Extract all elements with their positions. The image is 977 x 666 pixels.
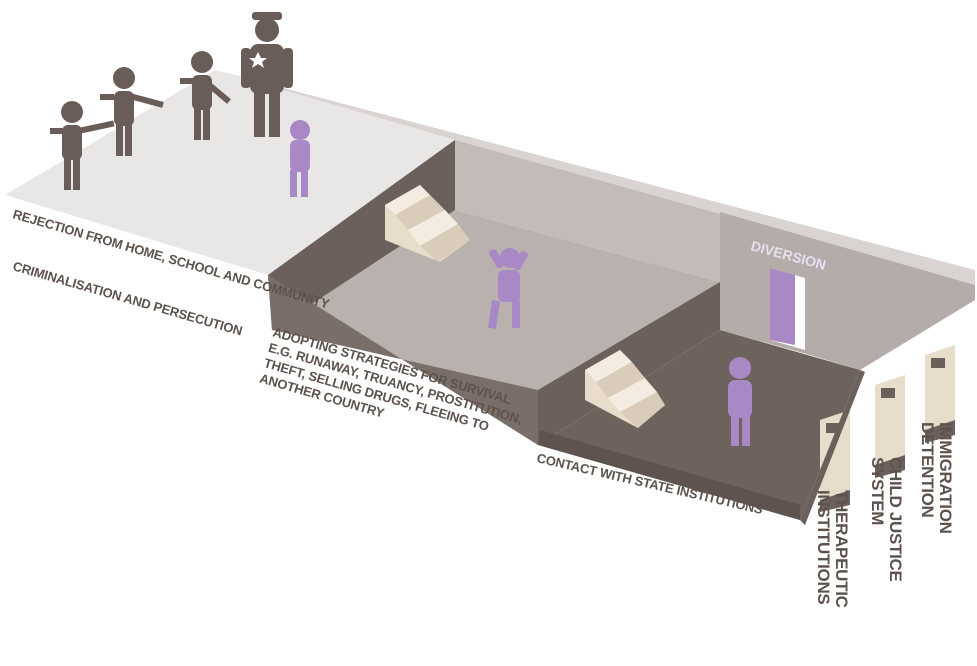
level2-back-wall [455, 140, 720, 282]
prison-cell-icon [925, 345, 955, 443]
distressed-child-icon [728, 357, 752, 446]
cell-wall [800, 370, 865, 525]
person-pointing-icon [180, 51, 231, 140]
distressed-child-icon [488, 248, 528, 329]
institution-label: THERAPEUTIC [832, 490, 851, 608]
level3-floor [538, 330, 860, 520]
door-icon [770, 268, 805, 350]
institution-label: INSTITUTIONS [814, 490, 833, 604]
stairs-icon [385, 185, 470, 262]
level2-side-wall [268, 140, 455, 330]
level3-front-edge [538, 430, 800, 520]
distressed-child-icon [290, 120, 310, 197]
person-pointing-icon [50, 101, 115, 190]
institution-label: IMMIGRATION [936, 422, 955, 534]
prison-cell-icon [820, 410, 850, 512]
person-pointing-icon [100, 67, 164, 156]
police-officer-icon [241, 12, 293, 137]
top-platform [5, 70, 455, 275]
prison-cell-icon [875, 375, 905, 478]
stairs-icon [585, 350, 665, 428]
institution-label: CHILD JUSTICE [886, 457, 905, 582]
institution-label: SYSTEM [868, 457, 887, 525]
institution-label: DETENTION [918, 422, 937, 518]
level2-front-wall [268, 275, 538, 445]
